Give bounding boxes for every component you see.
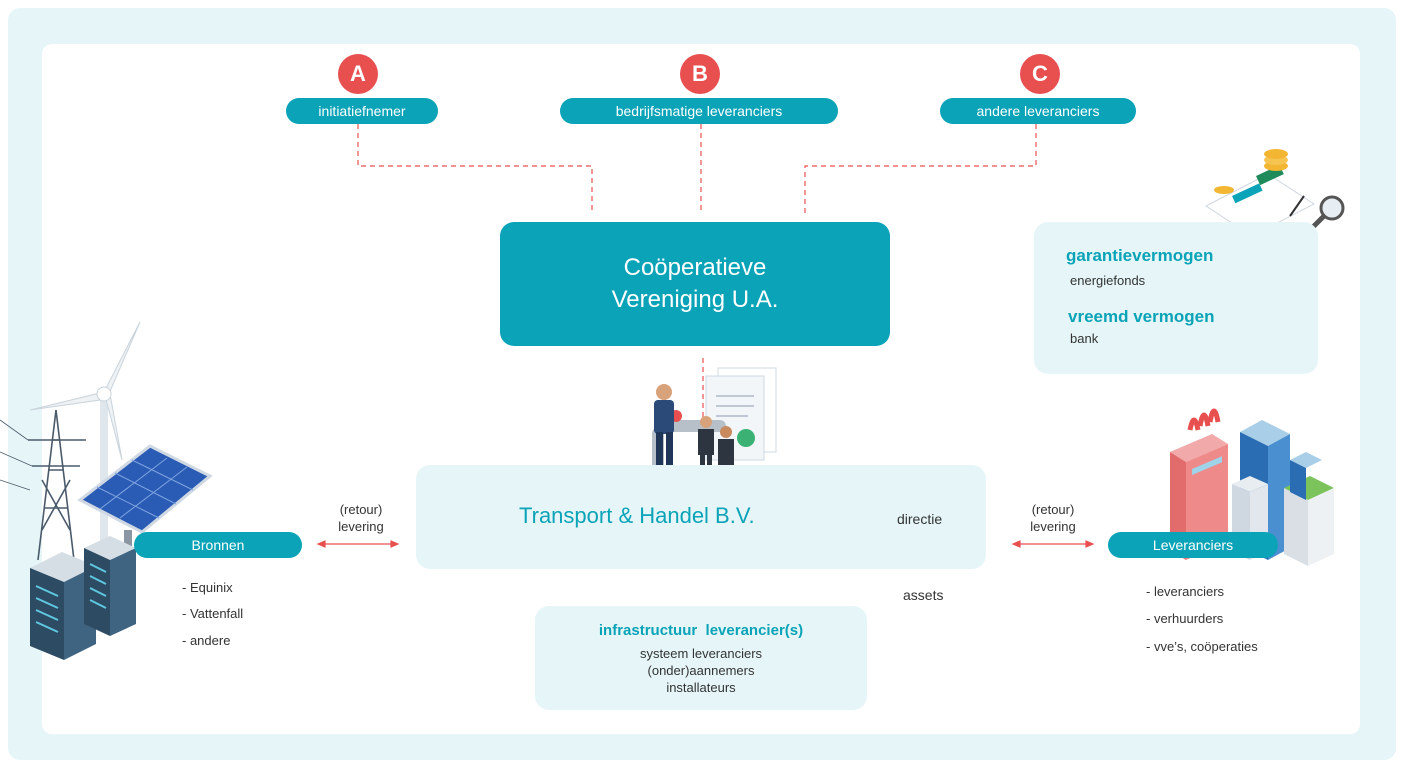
cooperative-line1: Coöperatieve [623,254,767,281]
bronnen-item-1: - Equinix [182,580,233,595]
server-racks-icon [30,536,136,660]
connector-a [357,124,593,214]
connector-c [804,124,1037,214]
infrastructure-line-1: systeem leveranciers [639,646,763,661]
infrastructure-panel [535,606,867,710]
wind-turbine-icon [29,321,141,570]
assets-label: assets [903,587,944,603]
node-a-badge: A [338,54,378,94]
leveranciers-label: Leveranciers [1108,532,1278,558]
left-flow-line2: levering [338,519,384,534]
left-flow-line1: (retour) [339,502,383,517]
leveranciers-item-1: - leveranciers [1146,584,1225,599]
buildings-icon [1170,408,1334,566]
debt-sub: bank [1070,331,1099,346]
transport-panel [416,465,986,569]
cooperative-line2: Vereniging U.A. [611,286,779,313]
bronnen-label: Bronnen [134,532,302,558]
node-b-badge: B [680,54,720,94]
right-flow-line2: levering [1030,519,1076,534]
leveranciers-item-2: - verhuurders [1146,611,1224,626]
node-a-label: initiatiefnemer [286,98,438,124]
bronnen-item-2: - Vattenfall [182,606,244,621]
node-c-label: andere leveranciers [940,98,1136,124]
leveranciers-item-3: - vve’s, coöperaties [1146,639,1258,654]
right-flow-line1: (retour) [1031,502,1075,517]
cooperative-box: Coöperatieve Vereniging U.A. [500,222,890,346]
infrastructure-line-2: (onder)aannemers [647,663,755,678]
node-b-label: bedrijfsmatige leveranciers [560,98,838,124]
infrastructure-title: infrastructuur leverancier(s) [598,622,804,639]
finance-documents-icon [1205,149,1345,237]
guarantee-title: garantievermogen [1066,246,1214,265]
node-c-badge: C [1020,54,1060,94]
bronnen-item-3: - andere [182,633,231,648]
power-pylon-icon [0,409,86,561]
funding-panel [1034,222,1318,374]
transport-title: Transport & Handel B.V. [519,503,755,528]
infrastructure-line-3: installateurs [666,680,736,695]
guarantee-sub: energiefonds [1070,273,1146,288]
debt-title: vreemd vermogen [1068,307,1215,326]
directie-label: directie [897,511,943,527]
